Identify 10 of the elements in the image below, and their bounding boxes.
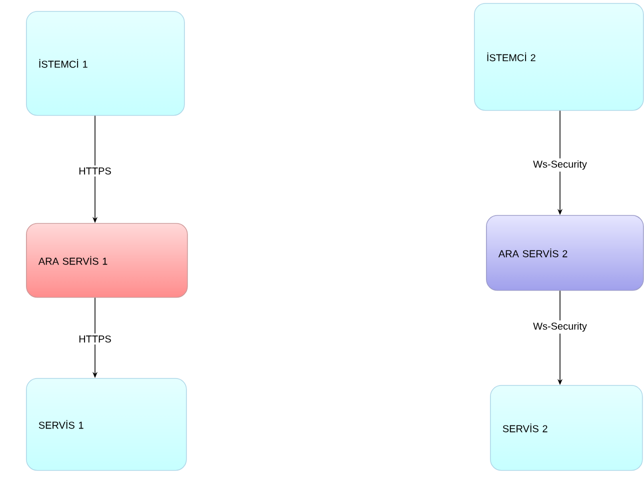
process-box: SERVİS 2 bbox=[490, 385, 643, 471]
edge-label: HTTPS bbox=[76, 165, 114, 177]
process-box: ARA SERVİS 2 bbox=[486, 215, 644, 291]
process-box: ARA SERVİS 1 bbox=[26, 223, 188, 298]
process-box: İSTEMCİ 1 bbox=[26, 11, 185, 116]
edge-label: HTTPS bbox=[76, 333, 114, 345]
process-box: İSTEMCİ 2 bbox=[474, 3, 644, 111]
edge-label: Ws-Security bbox=[531, 158, 589, 172]
process-box: SERVİS 1 bbox=[26, 378, 187, 471]
edge-label: Ws-Security bbox=[531, 320, 589, 334]
